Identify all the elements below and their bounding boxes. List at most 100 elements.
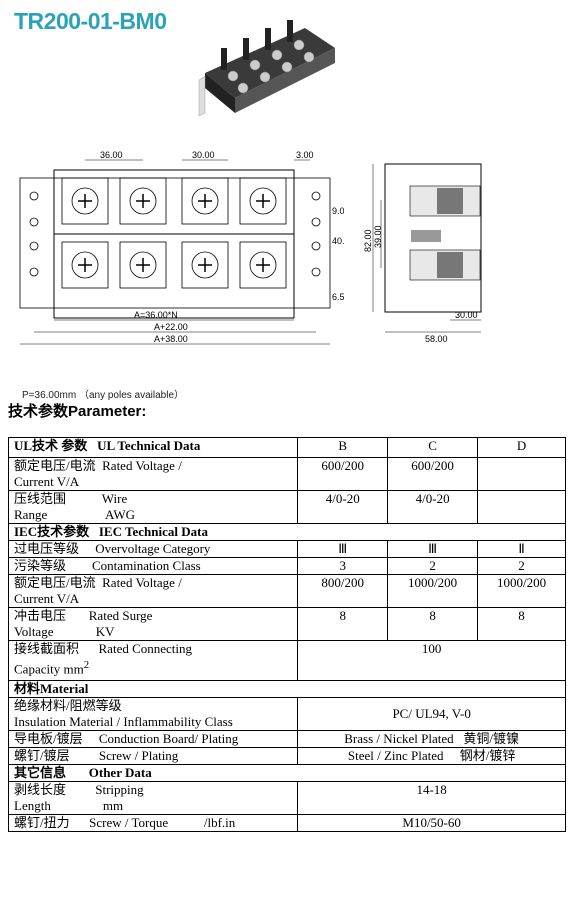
- overvoltage-c: Ⅲ: [387, 540, 479, 558]
- conduction-zh: 导电板/镀层: [14, 731, 83, 747]
- torque-zh: 螺钉/扭力: [14, 815, 70, 831]
- iec-header-row: IEC技术参数 IEC Technical Data: [8, 523, 566, 541]
- dim-40: 40.00: [332, 236, 344, 246]
- ul-header-zh: UL技术 参数: [14, 438, 88, 453]
- screw-plating-zh: 螺钉/镀层: [14, 748, 70, 764]
- surge-en2: KV: [95, 624, 115, 639]
- ul-voltage-zh: 额定电压/电流: [14, 458, 96, 473]
- ul-voltage-label: 额定电压/电流 Rated Voltage / Current V/A: [7, 457, 299, 491]
- ul-wire-zh2: Range: [14, 507, 48, 522]
- parameter-table: UL技术 参数 UL Technical Data B C D 额定电压/电流 …: [7, 437, 566, 833]
- pitch-note: P=36.00mm （any poles available）: [22, 390, 185, 401]
- insulation-row: 绝缘材料/阻燃等级 Insulation Material / Inflamma…: [7, 697, 566, 732]
- insulation-label: 绝缘材料/阻燃等级 Insulation Material / Inflamma…: [7, 697, 299, 732]
- connecting-zh2: Capacity mm: [14, 661, 84, 677]
- ul-wire-d: [477, 490, 566, 524]
- dim-82: 82.00: [363, 229, 373, 252]
- connecting-zh: 接线截面积: [14, 641, 80, 656]
- ul-voltage-b: 600/200: [297, 457, 389, 491]
- screw-plating-label: 螺钉/镀层 Screw / Plating: [7, 747, 299, 766]
- dim-58: 58.00: [425, 334, 448, 344]
- ul-header-en: UL Technical Data: [97, 438, 201, 453]
- overvoltage-d: Ⅱ: [477, 540, 566, 558]
- front-view-drawing: 36.00 30.00 3.00 9.00 40.00 6.50 A=36.00…: [19, 150, 344, 345]
- iec-header-en: IEC Technical Data: [98, 524, 208, 539]
- ul-voltage-c: 600/200: [387, 457, 479, 491]
- ul-voltage-en1: Rated Voltage /: [102, 458, 182, 473]
- stripping-zh2: Length: [14, 798, 51, 814]
- insulation-en: Insulation Material / Inflammability Cla…: [14, 714, 233, 730]
- surge-c: 8: [387, 607, 479, 641]
- contamination-row: 污染等级 Contamination Class 3 2 2: [7, 557, 566, 575]
- ul-wire-en1: Wire: [101, 491, 128, 506]
- conduction-label: 导电板/镀层 Conduction Board/ Plating: [7, 730, 299, 749]
- contamination-b: 3: [297, 557, 389, 575]
- torque-unit: /lbf.in: [203, 815, 236, 831]
- overvoltage-label: 过电压等级 Overvoltage Category: [7, 540, 299, 558]
- other-header-en: Other Data: [88, 765, 152, 781]
- ul-header-cell: UL技术 参数 UL Technical Data: [7, 437, 299, 458]
- material-header-row: 材料Material: [8, 680, 566, 699]
- iec-voltage-d: 1000/200: [477, 574, 566, 608]
- stripping-en2: mm: [102, 798, 124, 814]
- screw-plating-value: Steel / Zinc Plated 钢材/镀锌: [297, 747, 566, 766]
- ul-header-row: UL技术 参数 UL Technical Data B C D: [7, 437, 566, 458]
- ul-wire-zh: 压线范围: [14, 491, 67, 506]
- ul-wire-en2: AWG: [105, 507, 136, 522]
- torque-value: M10/50-60: [297, 814, 566, 833]
- surge-zh2: Voltage: [14, 624, 54, 639]
- side-view-drawing: 82.00 39.00 30.00 58.00: [363, 163, 482, 344]
- ul-wire-b: 4/0-20: [297, 490, 389, 524]
- iec-voltage-zh: 额定电压/电流: [14, 575, 96, 590]
- dim-a: A=36.00*N: [134, 310, 178, 320]
- iec-voltage-b: 800/200: [297, 574, 389, 608]
- iec-voltage-en2: Current V/A: [14, 591, 80, 606]
- surge-b: 8: [297, 607, 389, 641]
- dim-a38: A+38.00: [154, 334, 188, 344]
- dim-39: 39.00: [373, 225, 383, 248]
- connecting-label: 接线截面积 Rated Connecting Capacity mm2: [7, 639, 299, 682]
- connecting-row: 接线截面积 Rated Connecting Capacity mm2 100: [7, 639, 566, 682]
- stripping-label: 剥线长度 Stripping Length mm: [7, 781, 299, 816]
- ul-voltage-row: 额定电压/电流 Rated Voltage / Current V/A 600/…: [7, 457, 566, 491]
- overvoltage-en: Overvoltage Category: [95, 541, 211, 556]
- contamination-en: Contamination Class: [92, 558, 201, 573]
- dim-30-side: 30.00: [455, 310, 478, 320]
- iec-header-zh: IEC技术参数: [14, 524, 90, 539]
- parameter-heading: 技术参数Parameter:: [8, 403, 147, 420]
- overvoltage-b: Ⅲ: [297, 540, 389, 558]
- surge-zh: 冲击电压: [14, 608, 67, 623]
- contamination-zh: 污染等级: [14, 558, 67, 573]
- ul-wire-row: 压线范围 Wire Range AWG 4/0-20 4/0-20: [7, 490, 566, 524]
- overvoltage-zh: 过电压等级: [14, 541, 80, 556]
- other-header-zh: 其它信息: [14, 765, 67, 781]
- connecting-sup: 2: [83, 659, 90, 671]
- iec-voltage-row: 额定电压/电流 Rated Voltage / Current V/A 800/…: [7, 574, 566, 608]
- stripping-zh: 剥线长度: [14, 782, 67, 798]
- ul-wire-label: 压线范围 Wire Range AWG: [7, 490, 299, 524]
- dim-a22: A+22.00: [154, 322, 188, 332]
- surge-label: 冲击电压 Rated Surge Voltage KV: [7, 607, 299, 641]
- surge-en1: Rated Surge: [88, 608, 153, 623]
- material-header: 材料Material: [8, 680, 566, 699]
- dim-30: 30.00: [192, 150, 215, 160]
- product-title: TR200-01-BM0: [14, 8, 167, 34]
- conduction-value: Brass / Nickel Plated 黄铜/镀镍: [297, 730, 566, 749]
- other-header-cell: 其它信息 Other Data: [8, 764, 566, 783]
- dim-6-5: 6.50: [332, 292, 344, 302]
- ul-wire-c: 4/0-20: [387, 490, 479, 524]
- stripping-value: 14-18: [297, 781, 566, 816]
- col-b: B: [297, 437, 389, 458]
- insulation-value: PC/ UL94, V-0: [297, 697, 566, 732]
- stripping-en1: Stripping: [95, 782, 144, 798]
- iec-header-cell: IEC技术参数 IEC Technical Data: [8, 523, 566, 541]
- product-isometric-image: [198, 20, 335, 117]
- torque-en: Screw / Torque: [89, 815, 169, 831]
- conduction-en: Conduction Board/ Plating: [98, 731, 239, 747]
- iec-voltage-en1: Rated Voltage /: [102, 575, 182, 590]
- contamination-label: 污染等级 Contamination Class: [7, 557, 299, 575]
- connecting-value: 100: [297, 639, 566, 682]
- dim-3: 3.00: [296, 150, 314, 160]
- col-c: C: [387, 437, 479, 458]
- dim-9: 9.00: [332, 206, 344, 216]
